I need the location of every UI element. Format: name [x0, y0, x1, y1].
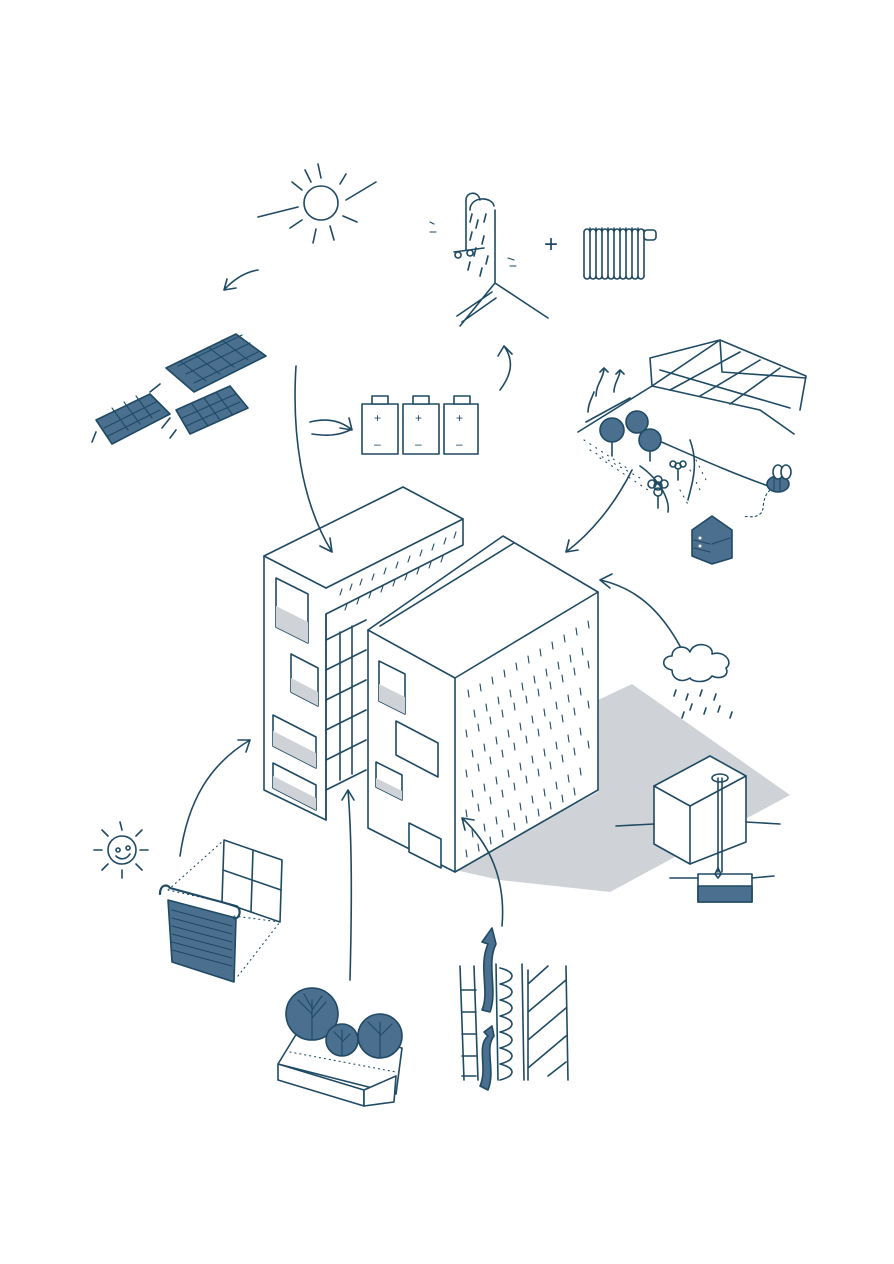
arrow-panels-to-building: [294, 365, 333, 553]
window-shutter-icon: [158, 839, 283, 983]
arrow-to-heating: [497, 345, 513, 391]
flower-icon: [647, 460, 687, 509]
battery-plus: +: [374, 411, 381, 425]
plus-sign: +: [544, 231, 558, 258]
sun-icon: [257, 163, 377, 244]
facade-texture: [465, 620, 590, 858]
arrow-wall-to-building: [461, 817, 504, 927]
arrow-sun-to-panels: [223, 269, 259, 291]
front-block: [367, 535, 599, 873]
insulated-wall-icon: [459, 927, 569, 1091]
battery-minus: –: [374, 437, 381, 451]
battery-minus: –: [415, 437, 422, 451]
battery-plus: +: [456, 411, 463, 425]
shower-icon: [429, 192, 549, 327]
arrow-garden-to-building: [565, 469, 633, 553]
battery-minus: –: [456, 437, 463, 451]
arrow-to-batteries: [309, 417, 353, 436]
green-roof-icon: [577, 339, 807, 513]
back-block: [263, 486, 464, 821]
rainwater-tank-icon: [615, 755, 781, 903]
beehive-icon: [691, 515, 733, 565]
sun-icon: [93, 821, 149, 879]
battery-plus: +: [415, 411, 422, 425]
bee-icon: [743, 464, 792, 519]
arrow-planter-to-building: [341, 789, 355, 981]
cloud-rain-icon: [662, 643, 733, 719]
batteries-icon: + – + – + –: [361, 395, 479, 455]
radiator-icon: [583, 227, 657, 280]
building-icon: [263, 486, 599, 873]
solar-panels-icon: [91, 333, 267, 445]
arrow-rain-to-building: [599, 573, 681, 647]
arrow-sun-to-window: [179, 739, 251, 857]
planter-icon: [277, 987, 403, 1107]
